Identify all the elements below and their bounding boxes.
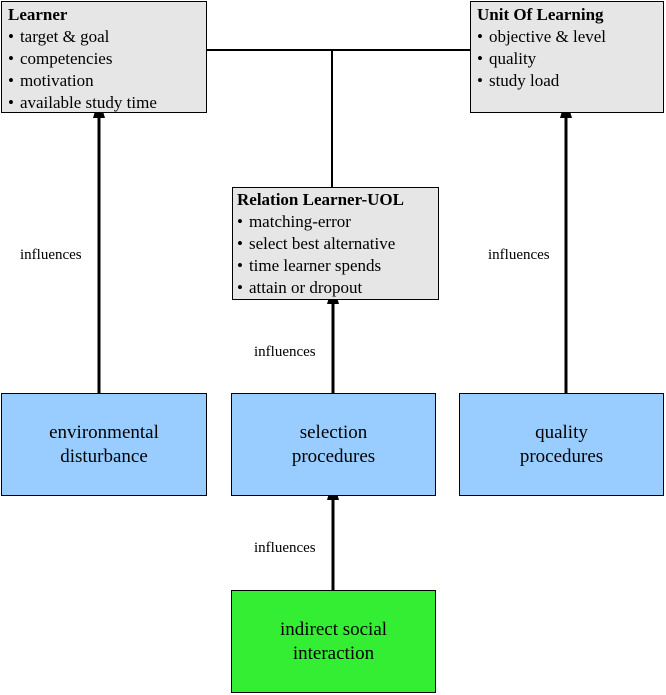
relation-box: Relation Learner-UOL matching-error sele…: [232, 187, 439, 300]
environmental-disturbance-box: environmental disturbance: [1, 393, 207, 496]
environmental-line1: environmental: [49, 421, 159, 443]
learner-list: target & goal competencies motivation av…: [8, 26, 200, 114]
list-item: available study time: [8, 92, 200, 114]
relation-list: matching-error select best alternative t…: [237, 211, 434, 299]
list-item: target & goal: [8, 26, 200, 48]
list-item: study load: [477, 70, 657, 92]
list-item: competencies: [8, 48, 200, 70]
influences-label-quality: influences: [488, 247, 550, 263]
indirect-social-interaction-box: indirect social interaction: [231, 590, 436, 693]
quality-line1: quality: [535, 421, 588, 443]
influences-label-environmental: influences: [20, 247, 82, 263]
learner-title: Learner: [8, 5, 68, 24]
list-item: motivation: [8, 70, 200, 92]
quality-procedures-box: quality procedures: [459, 393, 664, 496]
list-item: quality: [477, 48, 657, 70]
influences-label-social: influences: [254, 540, 316, 556]
list-item: matching-error: [237, 211, 434, 233]
list-item: objective & level: [477, 26, 657, 48]
environmental-line2: disturbance: [60, 445, 148, 467]
list-item: attain or dropout: [237, 277, 434, 299]
uol-list: objective & level quality study load: [477, 26, 657, 92]
selection-procedures-box: selection procedures: [231, 393, 436, 496]
uol-title: Unit Of Learning: [477, 5, 604, 24]
influences-label-selection: influences: [254, 344, 316, 360]
quality-line2: procedures: [519, 445, 604, 467]
uol-box: Unit Of Learning objective & level quali…: [470, 1, 664, 113]
learner-box: Learner target & goal competencies motiv…: [1, 1, 207, 113]
social-line1: indirect social: [279, 618, 388, 640]
selection-line2: procedures: [291, 445, 376, 467]
selection-line1: selection: [299, 421, 368, 443]
relation-title: Relation Learner-UOL: [237, 190, 404, 209]
social-line2: interaction: [292, 642, 375, 664]
list-item: select best alternative: [237, 233, 434, 255]
list-item: time learner spends: [237, 255, 434, 277]
